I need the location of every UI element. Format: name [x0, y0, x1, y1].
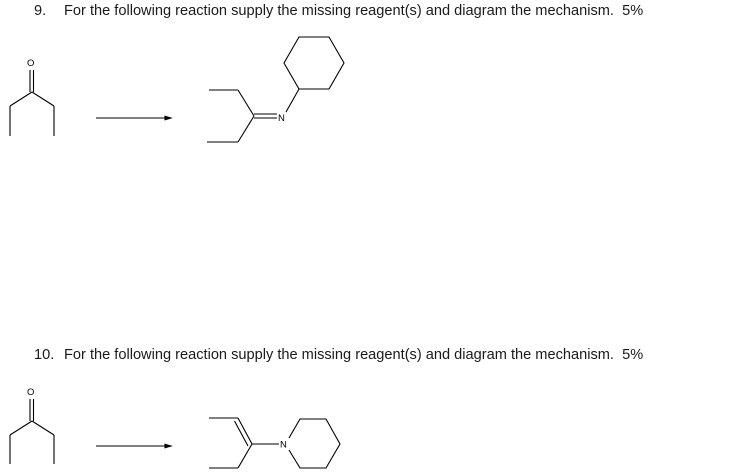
q10-nitrogen-label: N [280, 440, 287, 451]
bond [31, 420, 55, 436]
q10-ketone-structure: O [9, 387, 55, 464]
bond [9, 91, 33, 107]
cyclohexyl-ring [283, 36, 345, 90]
q9-oxygen-label: O [27, 58, 34, 69]
piperidine-ring [288, 418, 341, 469]
question-points: 5% [622, 3, 644, 19]
arrow-head [164, 443, 173, 449]
q10-enamine-product: N [209, 417, 341, 469]
bond [285, 88, 300, 113]
bond [237, 443, 253, 469]
enamine-double-bond [237, 417, 253, 445]
question-text: For the following reaction supply the mi… [64, 347, 614, 363]
q10-reaction-arrow [96, 443, 173, 449]
question-number: 9. [34, 3, 47, 19]
question-text: For the following reaction supply the mi… [64, 3, 614, 19]
q9-ketone-structure: O [9, 58, 55, 136]
q9-reaction-arrow [96, 115, 173, 121]
q10-oxygen-label: O [27, 387, 34, 398]
bond [237, 89, 255, 117]
enamine-double-bond [234, 420, 249, 447]
arrow-head [164, 115, 173, 121]
bond [237, 115, 255, 143]
question-9: 9. For the following reaction supply the … [34, 3, 643, 19]
question-points: 5% [622, 347, 644, 363]
q9-nitrogen-label: N [278, 113, 285, 124]
q9-imine-product: N [207, 36, 345, 143]
question-10: 10. For the following reaction supply the… [34, 347, 643, 363]
question-number: 10. [34, 347, 55, 363]
bond [9, 420, 33, 436]
bond [31, 91, 55, 107]
